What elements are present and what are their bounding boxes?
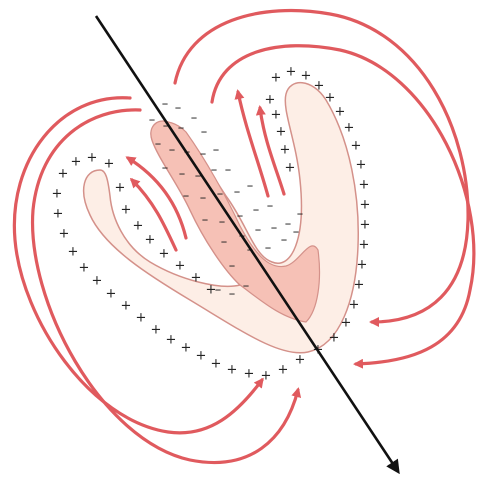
negative-sign: – <box>179 167 186 182</box>
positive-sign: + <box>175 259 186 274</box>
positive-sign: + <box>133 219 144 234</box>
negative-sign: – <box>201 125 208 140</box>
positive-sign: + <box>280 143 291 158</box>
positive-sign: + <box>121 299 132 314</box>
negative-sign: – <box>293 225 300 240</box>
positive-sign: + <box>106 287 117 302</box>
positive-sign: + <box>359 238 370 253</box>
negative-sign: – <box>285 217 292 232</box>
positive-sign: + <box>357 258 368 273</box>
negative-sign: – <box>191 111 198 126</box>
positive-sign: + <box>104 157 115 172</box>
positive-sign: + <box>244 367 255 382</box>
negative-sign: – <box>149 113 156 128</box>
positive-sign: + <box>181 341 192 356</box>
positive-sign: + <box>271 108 282 123</box>
positive-sign: + <box>286 65 297 80</box>
negative-sign: – <box>255 223 262 238</box>
positive-sign: + <box>191 271 202 286</box>
negative-sign: – <box>271 221 278 236</box>
negative-sign: – <box>221 235 228 250</box>
negative-sign: – <box>175 101 182 116</box>
positive-sign: + <box>271 71 282 86</box>
negative-sign: – <box>219 215 226 230</box>
positive-sign: + <box>329 331 340 346</box>
positive-sign: + <box>265 93 276 108</box>
positive-sign: + <box>341 316 352 331</box>
positive-sign: + <box>136 311 147 326</box>
positive-sign: + <box>115 181 126 196</box>
positive-sign: + <box>71 155 82 170</box>
negative-sign: – <box>211 163 218 178</box>
positive-sign: + <box>301 69 312 84</box>
negative-sign: – <box>265 241 272 256</box>
positive-sign: + <box>166 333 177 348</box>
negative-sign: – <box>229 259 236 274</box>
positive-sign: + <box>295 353 306 368</box>
positive-sign: + <box>356 158 367 173</box>
positive-sign: + <box>87 151 98 166</box>
positive-sign: + <box>351 139 362 154</box>
positive-sign: + <box>92 274 103 289</box>
negative-sign: – <box>229 287 236 302</box>
negative-sign: – <box>213 143 220 158</box>
positive-sign: + <box>344 121 355 136</box>
negative-sign: – <box>202 213 209 228</box>
positive-sign: + <box>68 245 79 260</box>
negative-sign: – <box>200 147 207 162</box>
positive-sign: + <box>354 278 365 293</box>
positive-sign: + <box>261 369 272 384</box>
positive-sign: + <box>276 125 287 140</box>
positive-sign: + <box>53 207 64 222</box>
positive-sign: + <box>314 79 325 94</box>
negative-sign: – <box>225 163 232 178</box>
negative-sign: – <box>267 199 274 214</box>
positive-sign: + <box>360 218 371 233</box>
positive-sign: + <box>196 349 207 364</box>
positive-sign: + <box>145 233 156 248</box>
negative-sign: – <box>243 279 250 294</box>
positive-sign: + <box>58 167 69 182</box>
negative-sign: – <box>178 121 185 136</box>
negative-sign: – <box>169 143 176 158</box>
negative-sign: – <box>162 161 169 176</box>
negative-sign: – <box>247 179 254 194</box>
positive-sign: + <box>151 323 162 338</box>
negative-sign: – <box>183 189 190 204</box>
positive-sign: + <box>360 198 371 213</box>
positive-sign: + <box>359 178 370 193</box>
negative-sign: – <box>297 207 304 222</box>
positive-sign: + <box>79 261 90 276</box>
negative-sign: – <box>162 97 169 112</box>
positive-sign: + <box>211 357 222 372</box>
negative-sign: – <box>215 283 222 298</box>
negative-sign: – <box>281 233 288 248</box>
negative-sign: – <box>234 185 241 200</box>
positive-sign: + <box>278 363 289 378</box>
positive-sign: + <box>285 161 296 176</box>
positive-sign: + <box>335 105 346 120</box>
negative-sign: – <box>155 137 162 152</box>
positive-sign: + <box>52 187 63 202</box>
negative-sign: – <box>237 209 244 224</box>
positive-sign: + <box>227 363 238 378</box>
negative-sign: – <box>253 203 260 218</box>
positive-sign: + <box>349 298 360 313</box>
positive-sign: + <box>121 203 132 218</box>
positive-sign: + <box>325 91 336 106</box>
negative-sign: – <box>200 191 207 206</box>
positive-sign: + <box>59 227 70 242</box>
positive-sign: + <box>159 247 170 262</box>
